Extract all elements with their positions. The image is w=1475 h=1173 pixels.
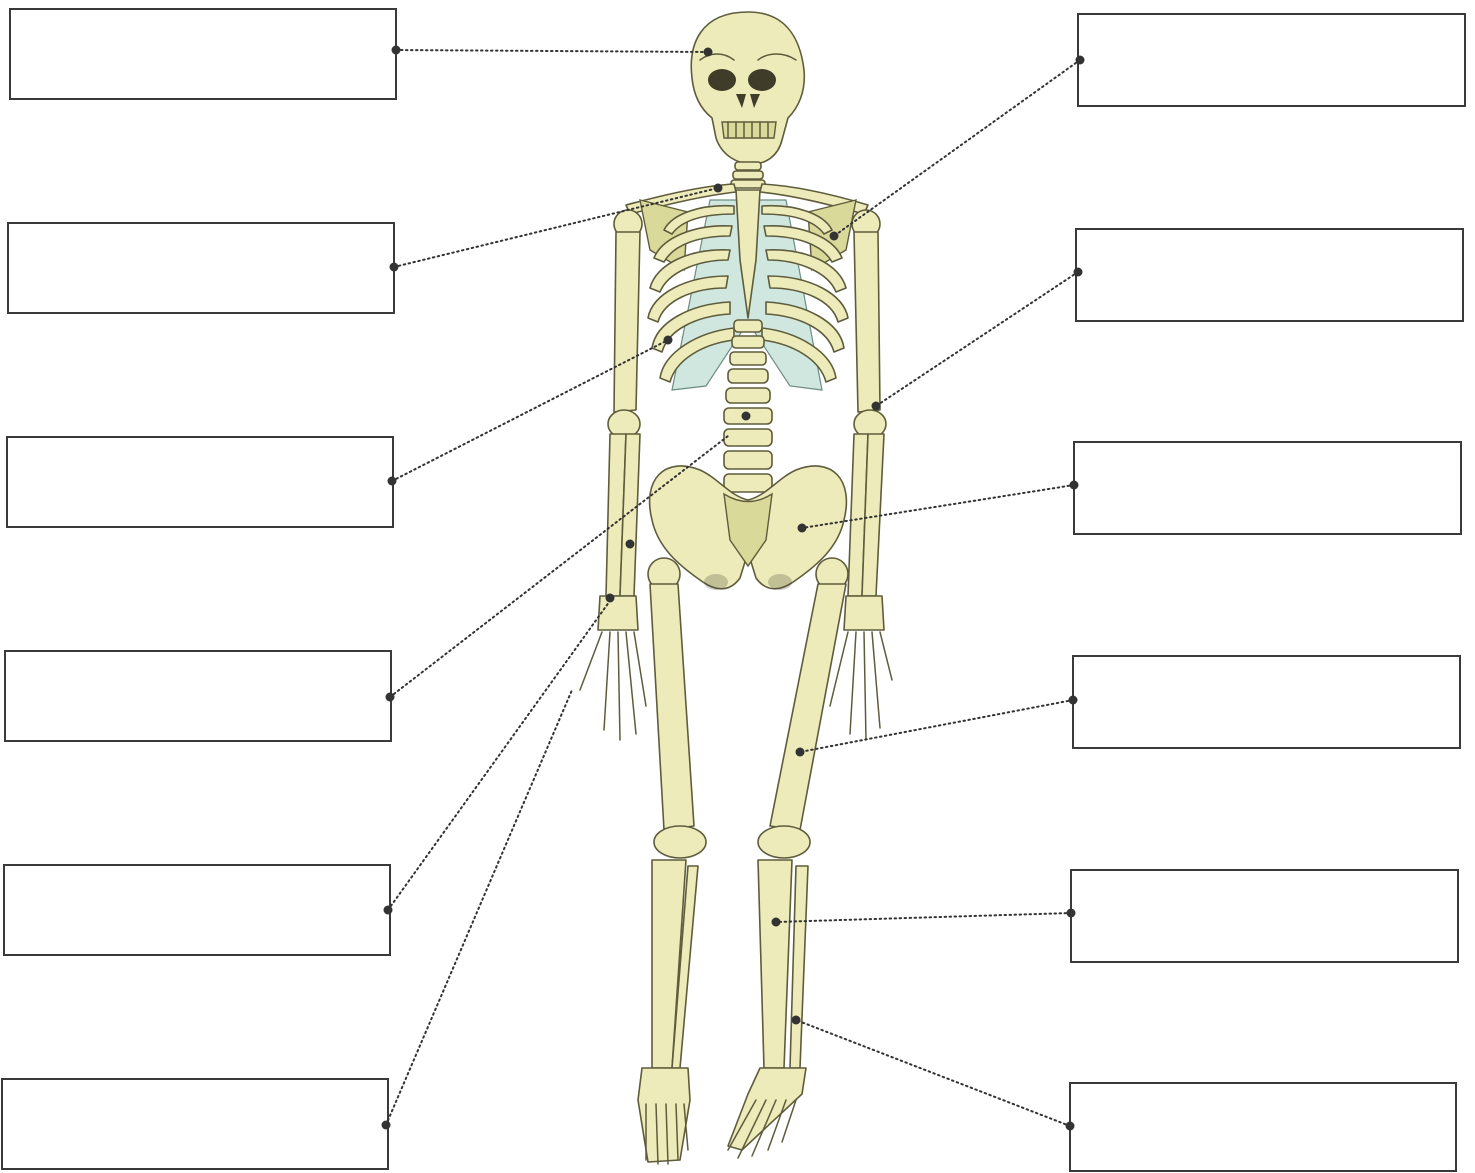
pointer-dot bbox=[390, 263, 399, 272]
arm-left-side bbox=[580, 210, 646, 740]
label-box[interactable] bbox=[1078, 14, 1465, 106]
label-box[interactable] bbox=[2, 1079, 388, 1169]
leader-line bbox=[834, 60, 1080, 236]
leader-line bbox=[386, 690, 572, 1125]
leader-line bbox=[396, 50, 708, 52]
pointer-dot bbox=[772, 918, 781, 927]
leader-line bbox=[800, 700, 1073, 752]
pointer-dot bbox=[1069, 696, 1078, 705]
pointer-dot bbox=[872, 402, 881, 411]
femurs bbox=[648, 558, 848, 858]
pointer-dot bbox=[388, 477, 397, 486]
pointer-dot bbox=[1067, 909, 1076, 918]
pointer-dot bbox=[384, 906, 393, 915]
skeleton-illustration bbox=[580, 12, 892, 1164]
pointer-dot bbox=[606, 594, 615, 603]
pointer-dot bbox=[386, 693, 395, 702]
label-box[interactable] bbox=[8, 223, 394, 313]
cervical-vertebrae bbox=[731, 162, 765, 188]
pointer-dot bbox=[626, 540, 635, 549]
pointer-dot bbox=[798, 524, 807, 533]
skull bbox=[691, 12, 804, 164]
label-box[interactable] bbox=[1071, 870, 1458, 962]
label-box[interactable] bbox=[5, 651, 391, 741]
label-boxes-left bbox=[2, 9, 396, 1169]
leader-line bbox=[388, 598, 612, 910]
pointer-dot bbox=[1074, 268, 1083, 277]
label-box[interactable] bbox=[7, 437, 393, 527]
pointer-dot bbox=[792, 1016, 801, 1025]
label-box[interactable] bbox=[1073, 656, 1460, 748]
pointer-dot bbox=[796, 748, 805, 757]
label-box[interactable] bbox=[10, 9, 396, 99]
pointer-dot bbox=[714, 184, 723, 193]
leader-line bbox=[876, 272, 1078, 406]
leader-line bbox=[776, 913, 1071, 922]
pointer-dot bbox=[1076, 56, 1085, 65]
pointer-dot bbox=[704, 48, 713, 57]
label-boxes-right bbox=[1070, 14, 1465, 1171]
pointer-dot bbox=[830, 232, 839, 241]
pointer-dot bbox=[382, 1121, 391, 1130]
leader-line bbox=[796, 1020, 1070, 1126]
pointer-dot bbox=[742, 412, 751, 421]
label-box[interactable] bbox=[4, 865, 390, 955]
pointer-dot bbox=[392, 46, 401, 55]
pointer-dot bbox=[664, 336, 673, 345]
feet bbox=[638, 1068, 806, 1164]
pointer-dot bbox=[1070, 481, 1079, 490]
label-box[interactable] bbox=[1076, 229, 1463, 321]
pointer-dot bbox=[1066, 1122, 1075, 1131]
lower-legs bbox=[652, 860, 808, 1068]
label-box[interactable] bbox=[1074, 442, 1461, 534]
label-box[interactable] bbox=[1070, 1083, 1456, 1171]
